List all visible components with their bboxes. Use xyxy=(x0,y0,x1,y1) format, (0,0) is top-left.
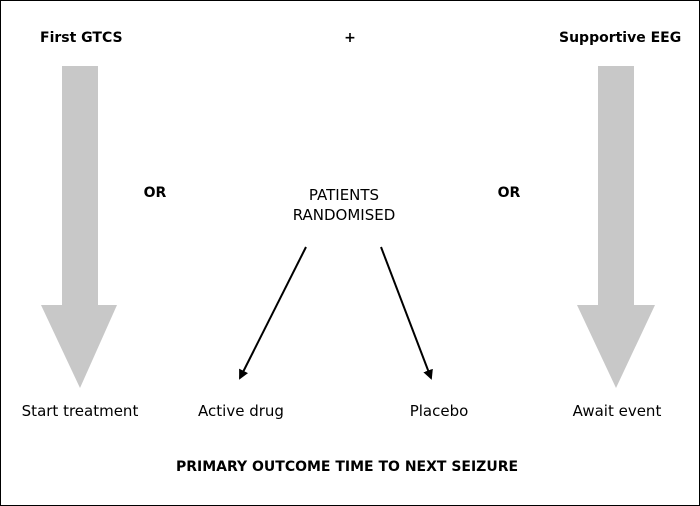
placebo-label: Placebo xyxy=(409,402,469,420)
arrow-to-active-drug xyxy=(239,246,307,380)
first-gtcs-label: First GTCS xyxy=(40,30,123,46)
await-event-label: Await event xyxy=(572,402,662,420)
patients-randomised-line2: RANDOMISED xyxy=(292,206,396,224)
right-down-arrow xyxy=(577,66,655,388)
active-drug-label: Active drug xyxy=(198,402,284,420)
primary-outcome-caption: PRIMARY OUTCOME TIME TO NEXT SEIZURE xyxy=(175,459,519,475)
patients-randomised-line1: PATIENTS xyxy=(308,186,380,204)
or-right-label: OR xyxy=(497,185,521,201)
supportive-eeg-label: Supportive EEG xyxy=(559,30,682,46)
arrow-to-placebo xyxy=(380,246,433,380)
left-down-arrow xyxy=(41,66,117,388)
or-left-label: OR xyxy=(143,185,167,201)
start-treatment-label: Start treatment xyxy=(21,402,139,420)
plus-sign: + xyxy=(344,30,356,46)
